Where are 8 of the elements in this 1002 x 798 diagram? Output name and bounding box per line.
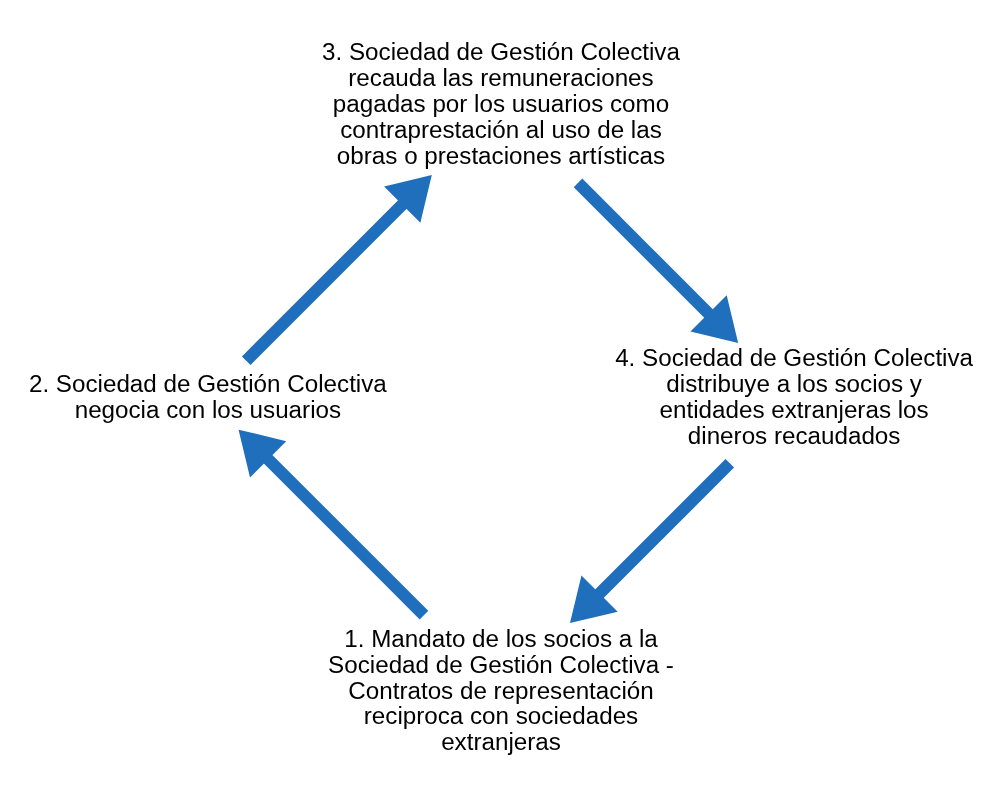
node-text: 4. Sociedad de Gestión Colectiva distribuye a los socios y entidades extranjeras los dineros recaudados xyxy=(615,344,974,450)
arrow xyxy=(241,175,432,365)
node-text: 2. Sociedad de Gestión Colectiva negocia con los usuarios xyxy=(28,370,387,424)
node-text: 1. Mandato de los socios a la Sociedad de Gestión Colectiva - Contratos de representación reciproca con sociedades extranjeras xyxy=(328,624,674,756)
node-text: 3. Sociedad de Gestión Colectiva recauda las remuneraciones pagadas por los usuarios como contraprestación al uso de las obras o prestaciones artísticas xyxy=(322,38,680,170)
arrow xyxy=(569,459,735,624)
arrow xyxy=(238,429,429,620)
arrow xyxy=(573,178,739,344)
